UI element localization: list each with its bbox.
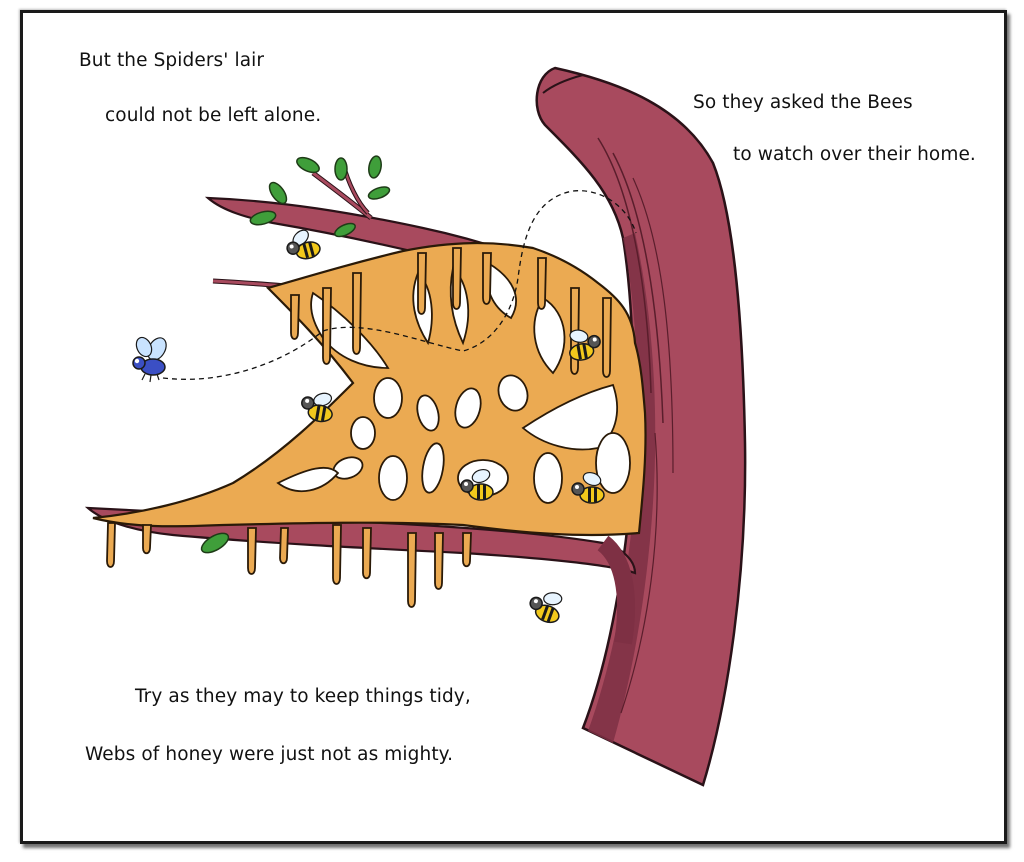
fly-icon: [132, 336, 167, 383]
bee-icon: [460, 468, 494, 501]
story-line-3: So they asked the Bees: [693, 92, 913, 113]
story-line-1: But the Spiders' lair: [79, 50, 265, 71]
bee-icon: [286, 229, 321, 260]
story-line-5: Try as they may to keep things tidy,: [135, 686, 471, 707]
honey-web: [92, 242, 647, 608]
bee-icon: [571, 471, 605, 504]
story-line-6: Webs of honey were just not as mighty.: [85, 744, 454, 765]
story-line-4: to watch over their home.: [733, 144, 976, 165]
bee-icon: [529, 592, 563, 624]
tree-branch-illustration: [84, 66, 747, 787]
leaves: [200, 155, 391, 554]
bee-icon: [569, 329, 601, 361]
bee-icon: [301, 392, 333, 423]
story-line-2: could not be left alone.: [105, 105, 322, 126]
story-page: But the Spiders' lair could not be left …: [20, 10, 1007, 844]
